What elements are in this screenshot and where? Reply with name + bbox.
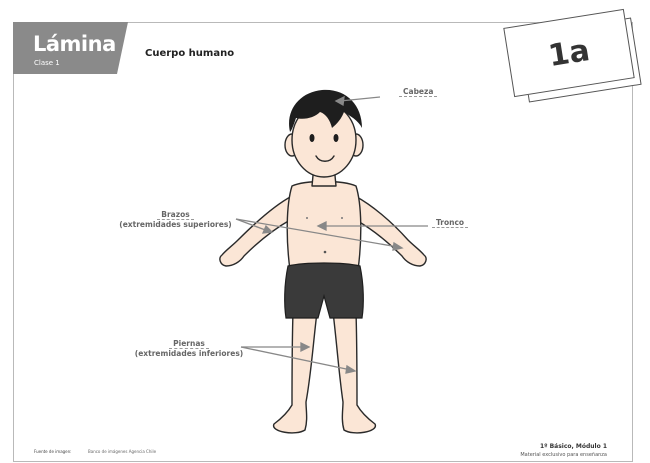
footer-source-label: Fuente de imagen: [34,449,72,454]
footer-note: Material exclusivo para enseñanza [520,452,607,458]
label-cabeza: Cabeza [399,87,437,97]
right-leg [333,312,375,433]
footer-source: Banco de imágenes Agencia Chile [88,449,156,454]
label-brazos: Brazos (extremidades superiores) [108,210,243,230]
shorts [285,263,364,318]
left-leg [274,312,317,433]
footer-course: 1º Básico, Módulo 1 [540,443,607,450]
label-tronco: Tronco [432,218,468,228]
left-arm [220,196,292,266]
label-piernas: Piernas (extremidades inferiores) [134,339,244,359]
right-arm [355,196,426,266]
